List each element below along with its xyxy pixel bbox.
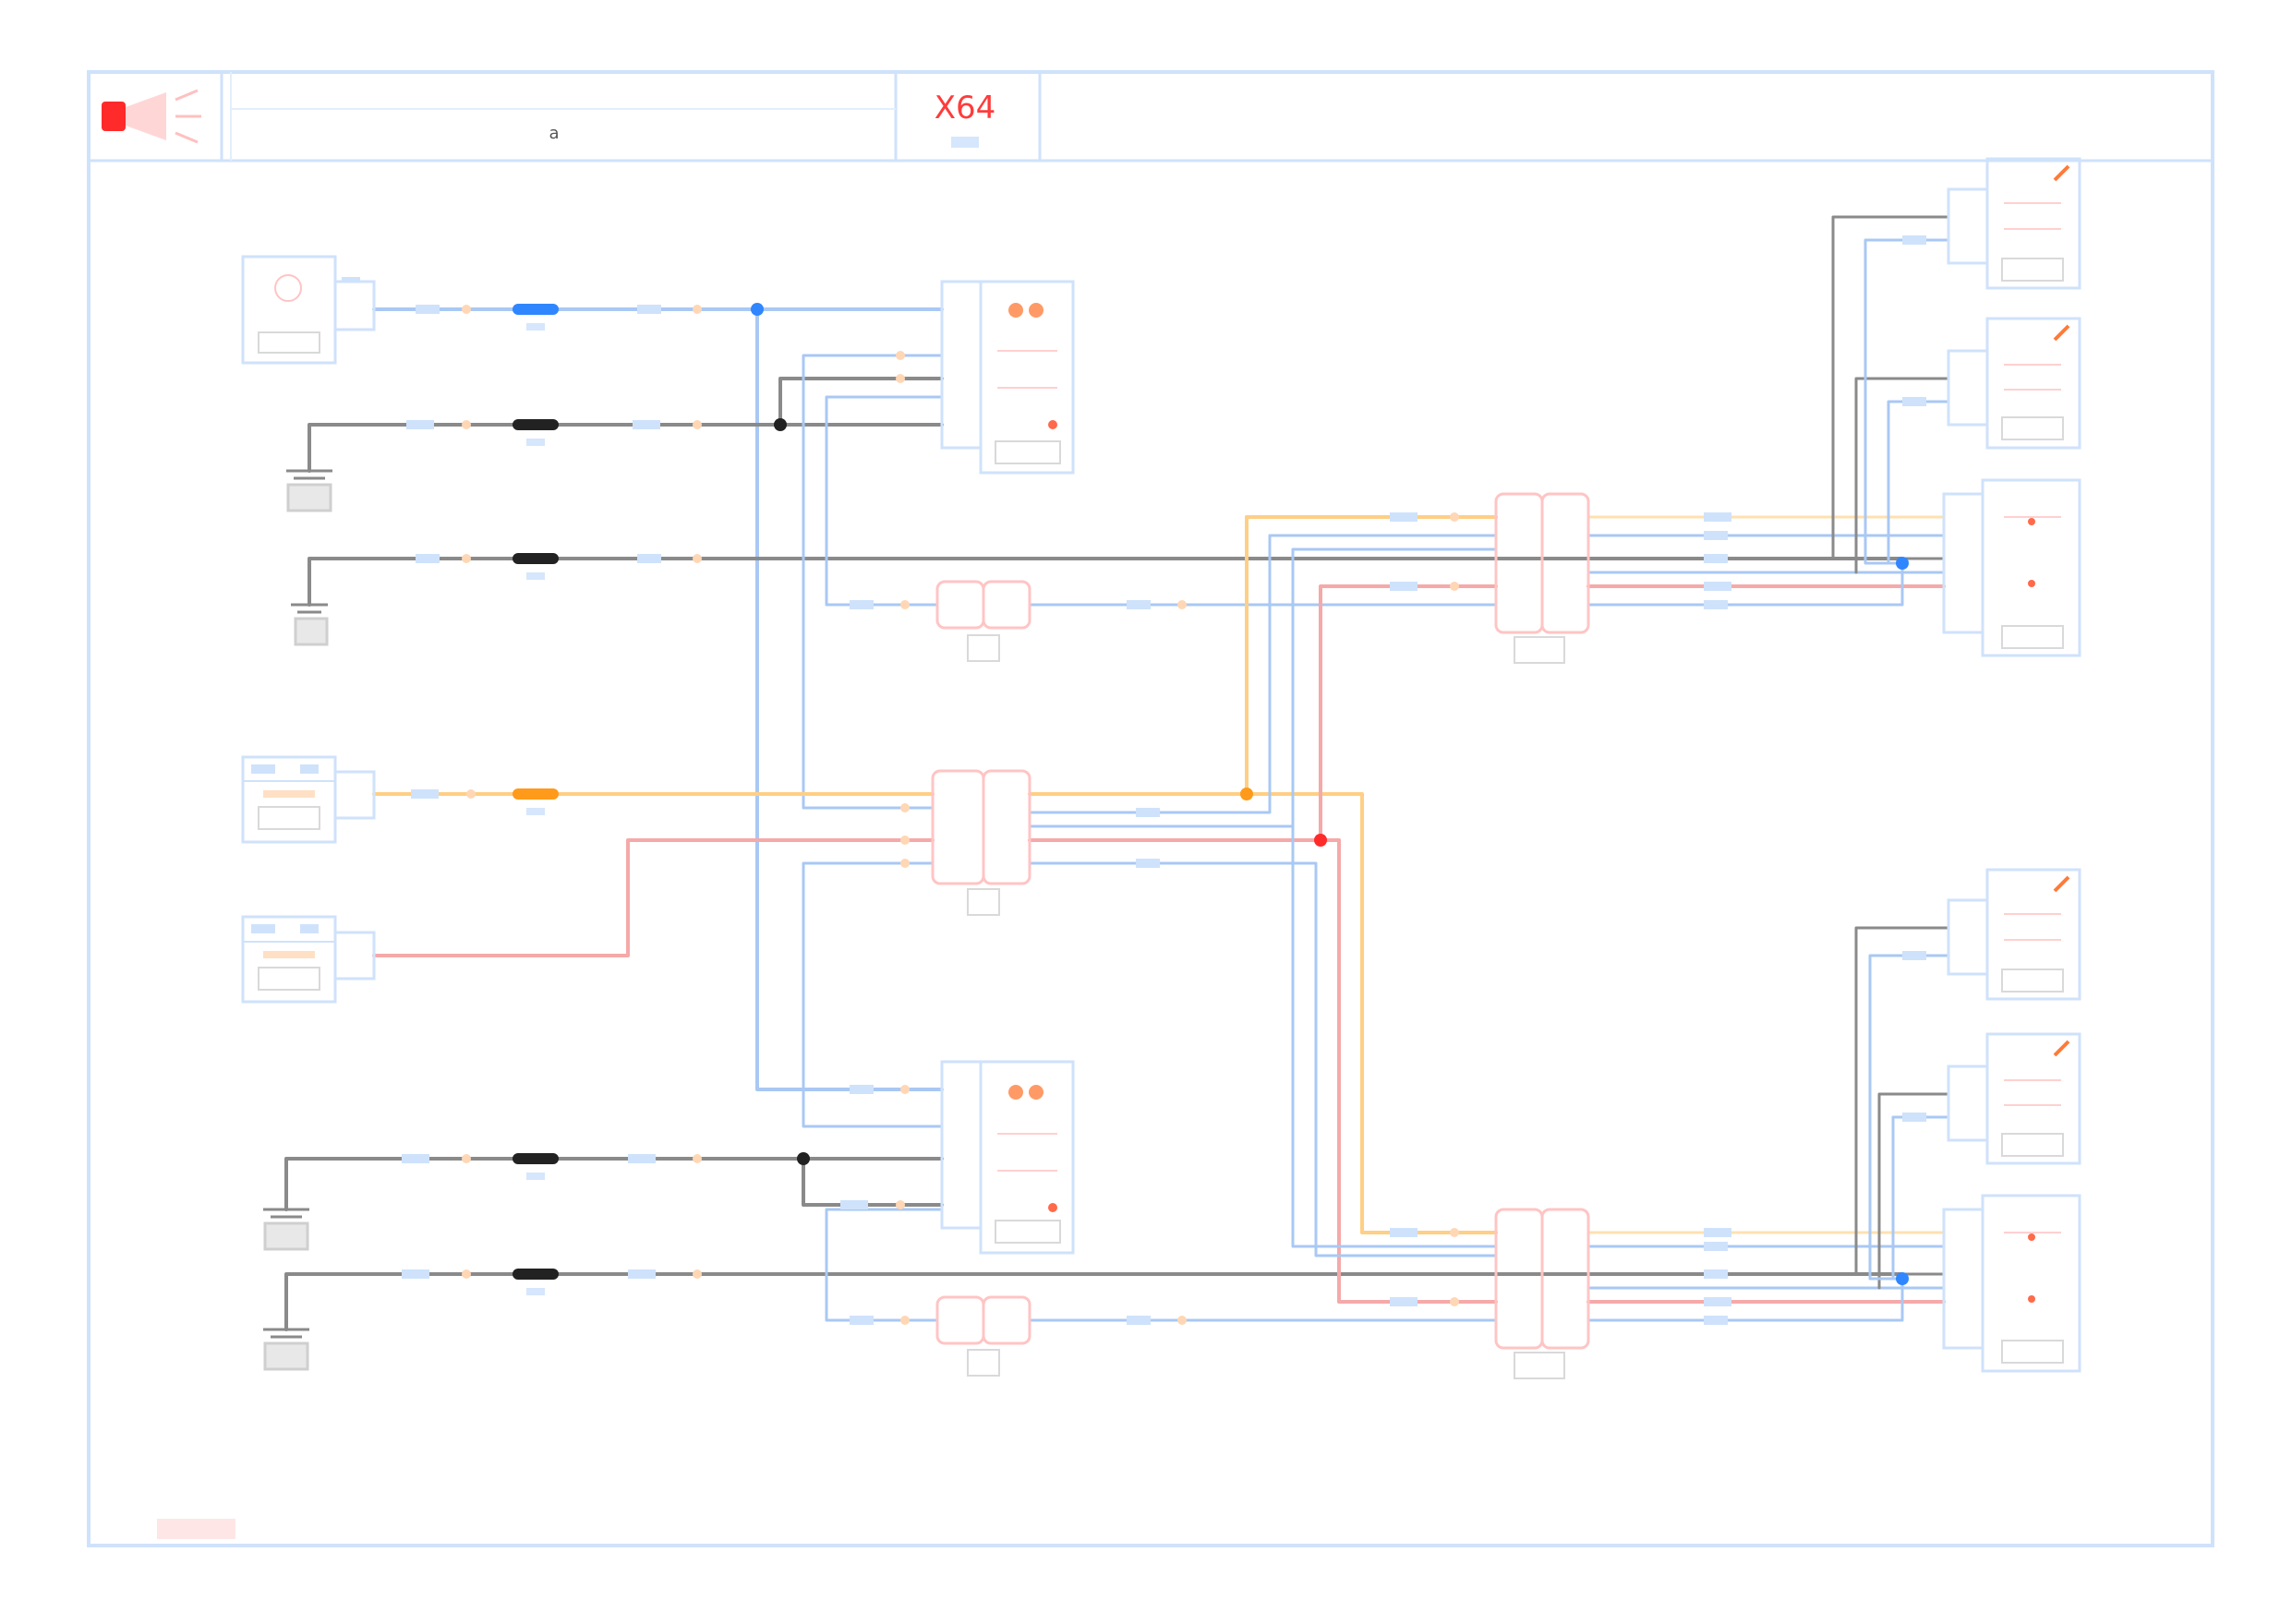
lamp-lower-1 — [1947, 868, 2081, 1001]
header-center-text: a — [549, 124, 559, 143]
junctions — [751, 303, 1909, 1285]
connector-black — [513, 1269, 559, 1280]
component-module-lower-left — [241, 915, 376, 1004]
connector-black — [513, 1153, 559, 1164]
wire-terminals — [462, 305, 1459, 1325]
page-number-mark — [157, 1519, 235, 1539]
switch-module-bottom — [940, 1060, 1075, 1255]
junction-block-middle — [931, 769, 1031, 916]
wire-tags — [402, 235, 1926, 1325]
switch-module-top — [940, 280, 1075, 475]
component-relay-top-left — [241, 255, 376, 365]
ground-icon — [291, 603, 329, 646]
connector-orange — [513, 788, 559, 800]
connector-black — [513, 553, 559, 564]
inline-connectors — [513, 304, 559, 1295]
ground-icon — [263, 1328, 309, 1371]
junction-block-upper-right — [1494, 492, 1590, 664]
connector-black — [513, 419, 559, 430]
lamp-upper-2 — [1947, 317, 2081, 450]
junction-block-lower-right — [1494, 1208, 1590, 1379]
lamp-upper-1 — [1947, 157, 2081, 290]
lamp-lower-2 — [1947, 1032, 2081, 1165]
lamp-lower-3 — [1942, 1194, 2081, 1373]
title-block: a X64 — [87, 70, 2213, 162]
component-module-mid-left — [241, 755, 376, 844]
splice-connector-lower — [935, 1295, 1031, 1377]
car-horn-icon — [102, 89, 201, 144]
splice-connector-upper — [935, 580, 1031, 662]
lamp-upper-3 — [1942, 478, 2081, 657]
ground-icon — [263, 1208, 309, 1251]
diagram-code: X64 — [935, 90, 996, 126]
diagram-frame — [87, 70, 2214, 1547]
connector-blue — [513, 304, 559, 315]
ground-icon — [286, 469, 332, 512]
